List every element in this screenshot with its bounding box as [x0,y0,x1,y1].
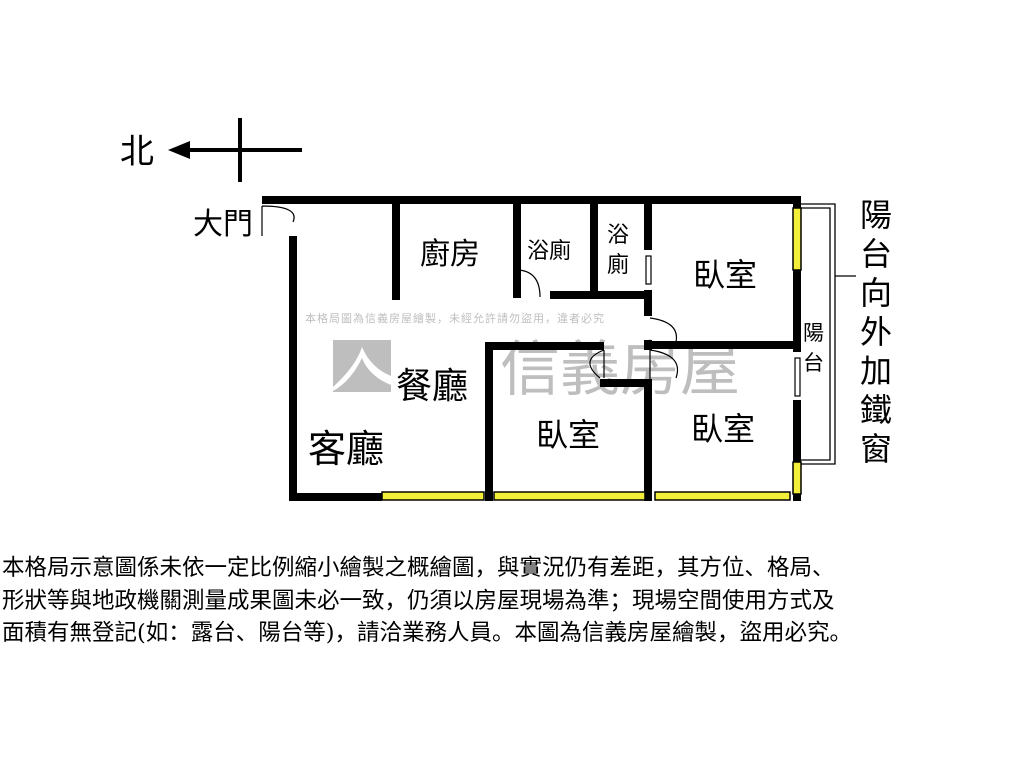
svg-text:加: 加 [860,352,892,390]
disclaimer-line: 本格局示意圖係未依一定比例縮小繪製之概繪圖，與實況仍有差距，其方位、格局、 [2,555,835,581]
balcony [801,203,856,465]
north-label: 北 [120,132,154,172]
svg-text:外: 外 [860,313,892,351]
label-bathroom-1: 浴廁 [527,239,571,264]
label-entrance: 大門 [193,207,253,242]
svg-text:窗: 窗 [860,430,892,468]
arrow-left-icon [168,141,190,159]
label-kitchen: 廚房 [420,237,480,272]
label-living: 客廳 [308,427,384,471]
windows [381,207,802,501]
disclaimer-line: 面積有無登記(如：露台、陽台等)，請洽業務人員。本圖為信義房屋繪製，盜用必究。 [2,620,853,646]
disclaimer-line: 形狀等與地政機關測量成果圖未必一致，仍須以房屋現場為準；現場空間使用方式及 [2,587,835,614]
label-bathroom-2-b: 廁 [607,253,629,278]
door-balcony [794,357,801,397]
watermark-notice: 本格局圖為信義房屋繪製，未經允許請勿盜用，違者必究 [305,311,605,325]
disclaimer: 本格局示意圖係未依一定比例縮小繪製之概繪圖，與實況仍有差距，其方位、格局、 形狀… [2,552,1024,650]
label-bathroom-2-a: 浴 [607,223,629,248]
svg-text:台: 台 [860,235,892,273]
label-balcony-a: 陽 [803,321,824,345]
label-balcony-b: 台 [803,351,824,375]
svg-text:向: 向 [860,274,892,312]
door-bedroom-mid [589,349,605,379]
svg-text:鐵: 鐵 [860,391,892,429]
label-bedroom-se: 臥室 [691,410,755,448]
label-bedroom-mid: 臥室 [536,416,600,454]
doors [261,205,801,397]
door-main-entrance [261,205,295,236]
watermark-logo-swoosh [333,347,391,391]
door-bedroom-se [649,349,678,380]
north-compass: 北 [120,118,302,182]
label-bedroom-ne: 臥室 [693,256,757,294]
balcony-annotation: 陽 台 向 外 加 鐵 窗 [860,196,892,468]
door-bedroom-ne [649,317,678,343]
door-bathroom-2 [645,255,652,285]
watermark: 信義房屋 本格局圖為信義房屋繪製，未經允許請勿盜用，違者必究 [305,311,740,405]
door-bathroom-1 [518,269,541,298]
svg-text:陽: 陽 [860,196,892,234]
label-dining: 餐廳 [396,366,468,407]
